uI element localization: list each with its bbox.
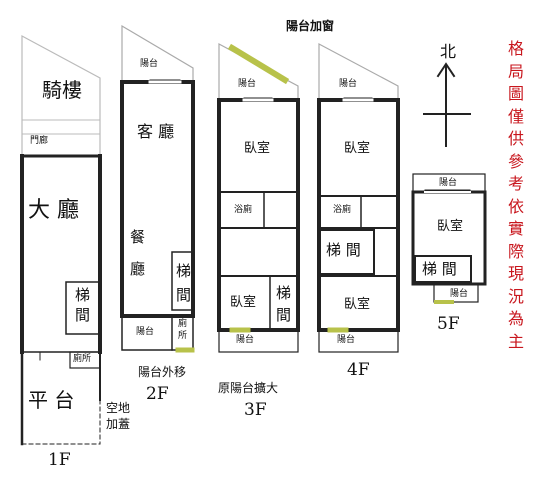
window-added-note: 陽台加窗: [286, 19, 335, 33]
floor-4f-label: 4F: [347, 360, 370, 380]
stairs-3f-label-a: 梯: [276, 284, 292, 302]
bedroom-3f-1-label: 臥室: [244, 141, 271, 156]
bedroom-5f-label: 臥室: [437, 219, 464, 234]
extension-label-b: 加蓋: [106, 417, 131, 431]
extension-label-a: 空地: [106, 401, 131, 415]
balcony-5f-bottom-label: 陽台: [450, 289, 469, 299]
arcade-label: 騎樓: [42, 78, 82, 102]
floor-1f-walls: [20, 34, 102, 446]
living-room-label: 客 廳: [137, 122, 175, 141]
stairs-1f-label-a: 梯: [75, 286, 91, 304]
floor-4f-walls: [317, 43, 400, 353]
porch-label: 門廊: [30, 136, 49, 146]
bedroom-4f-1-label: 臥室: [344, 141, 371, 156]
toilet-2f-label-b: 所: [178, 331, 188, 341]
bedroom-4f-2-label: 臥室: [344, 297, 371, 312]
bedroom-3f-2-label: 臥室: [230, 295, 257, 310]
stairs-2f-label-b: 間: [176, 286, 192, 304]
stairs-5f-label: 梯 間: [422, 260, 457, 278]
north-arrow: [423, 62, 471, 147]
balcony-3f-top-label: 陽台: [238, 79, 257, 89]
bathroom-4f-label: 浴廁: [333, 205, 352, 215]
floor-5f-label: 5F: [437, 314, 460, 334]
dining-label-a: 餐: [130, 228, 146, 246]
floor-3f-walls: [217, 43, 300, 353]
north-label: 北: [440, 42, 457, 61]
hall-label: 大 廳: [28, 198, 79, 223]
bathroom-3f-label: 浴廁: [234, 205, 253, 215]
floor-2f-label: 2F: [146, 384, 169, 404]
stairs-1f-label-b: 間: [75, 306, 91, 324]
floor-2f-walls: [120, 24, 195, 353]
balcony-5f-top-label: 陽台: [439, 178, 458, 188]
floor-1f-label: 1F: [48, 450, 71, 470]
balcony-4f-bottom-label: 陽台: [337, 335, 356, 345]
balcony-2f-bottom-label: 陽台: [136, 327, 155, 337]
stairs-4f-label: 梯 間: [326, 241, 361, 259]
balcony-2f-top-label: 陽台: [140, 59, 159, 69]
balcony-move-note: 陽台外移: [138, 365, 187, 379]
toilet-1f-label: 廁所: [73, 354, 92, 364]
terrace-label: 平 台: [28, 388, 75, 412]
balcony-expand-note: 原陽台擴大: [218, 381, 279, 395]
dining-label-b: 廳: [130, 260, 146, 278]
stairs-2f-label-a: 梯: [176, 262, 192, 280]
disclaimer-note: 格局圖僅供參考 依實際現況為主: [507, 39, 524, 351]
toilet-2f-label-a: 廁: [178, 319, 188, 329]
stairs-3f-label-b: 間: [276, 306, 292, 324]
floor-5f-walls: [411, 173, 487, 304]
balcony-4f-top-label: 陽台: [339, 79, 358, 89]
balcony-3f-bottom-label: 陽台: [236, 335, 255, 345]
floor-3f-label: 3F: [244, 400, 267, 420]
